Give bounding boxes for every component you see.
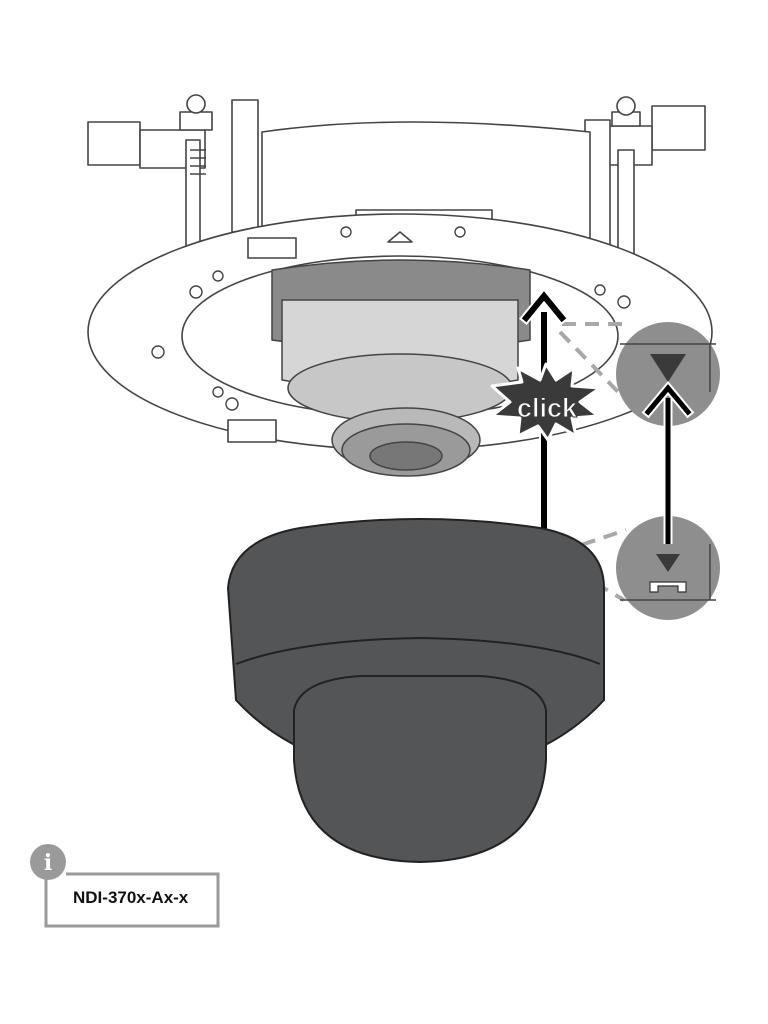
click-burst-icon: click: [490, 362, 602, 442]
dome-bubble: [293, 675, 547, 863]
info-callout: i: [30, 844, 220, 928]
down-triangle-icon-small: [656, 554, 680, 572]
camera-lens-inner: [369, 441, 443, 471]
model-number-label: NDI-370x-Ax-x: [73, 888, 189, 907]
down-triangle-icon: [650, 354, 686, 382]
info-frame: [44, 872, 220, 928]
dome-cover: [227, 518, 605, 863]
info-icon: [30, 844, 66, 880]
detail-circle-top: [616, 322, 720, 426]
right-clamp: [584, 96, 706, 263]
flange-tab-bottom: [227, 419, 277, 443]
alignment-triangle-mark: [387, 231, 413, 243]
info-glyph: i: [44, 850, 52, 876]
detail-circle-bottom: [616, 516, 720, 620]
dome-trim-lower: [235, 637, 601, 665]
click-label: click: [517, 393, 578, 423]
flange-tab-left: [247, 237, 297, 259]
camera-module: [271, 259, 531, 477]
latch-notch: [649, 581, 687, 593]
flange-screws: [151, 226, 631, 411]
detail-arrow: [641, 380, 695, 544]
